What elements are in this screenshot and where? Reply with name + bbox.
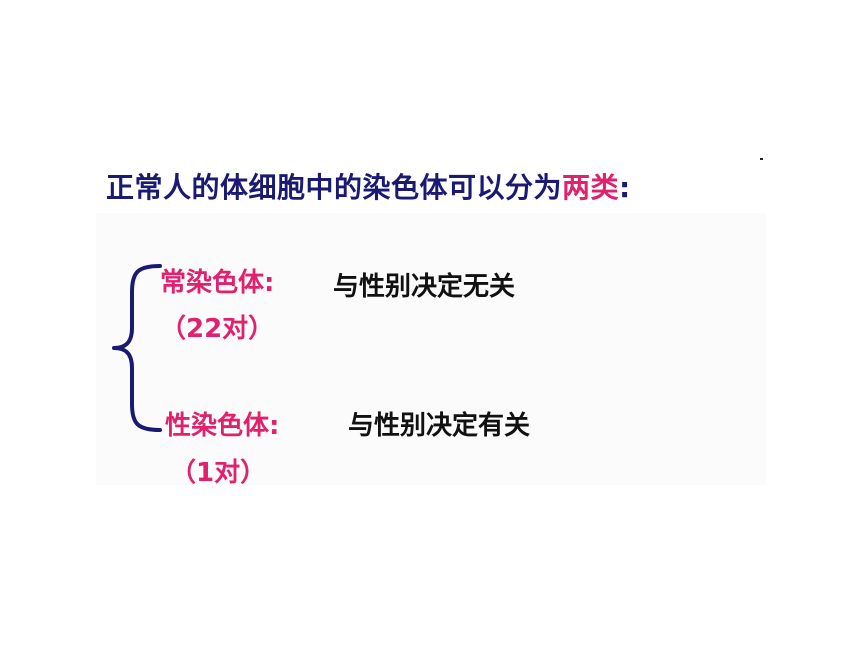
autosome-description: 与性别决定无关: [333, 272, 516, 302]
sex-chromosome-label: 性染色体:: [165, 411, 280, 441]
heading-prefix: 正常人的体细胞中的染色体可以分为: [106, 171, 563, 204]
sex-chromosome-description: 与性别决定有关: [348, 411, 531, 441]
content-panel: [96, 213, 766, 485]
autosome-count: （22对）: [160, 314, 275, 344]
heading-suffix: :: [619, 171, 631, 204]
stray-dot: [760, 158, 763, 160]
sex-chromosome-count: （1对）: [170, 458, 267, 488]
slide-heading: 正常人的体细胞中的染色体可以分为两类:: [106, 166, 631, 206]
heading-highlight: 两类: [562, 171, 620, 204]
curly-brace-icon: [112, 264, 162, 432]
autosome-label: 常染色体:: [160, 268, 275, 298]
